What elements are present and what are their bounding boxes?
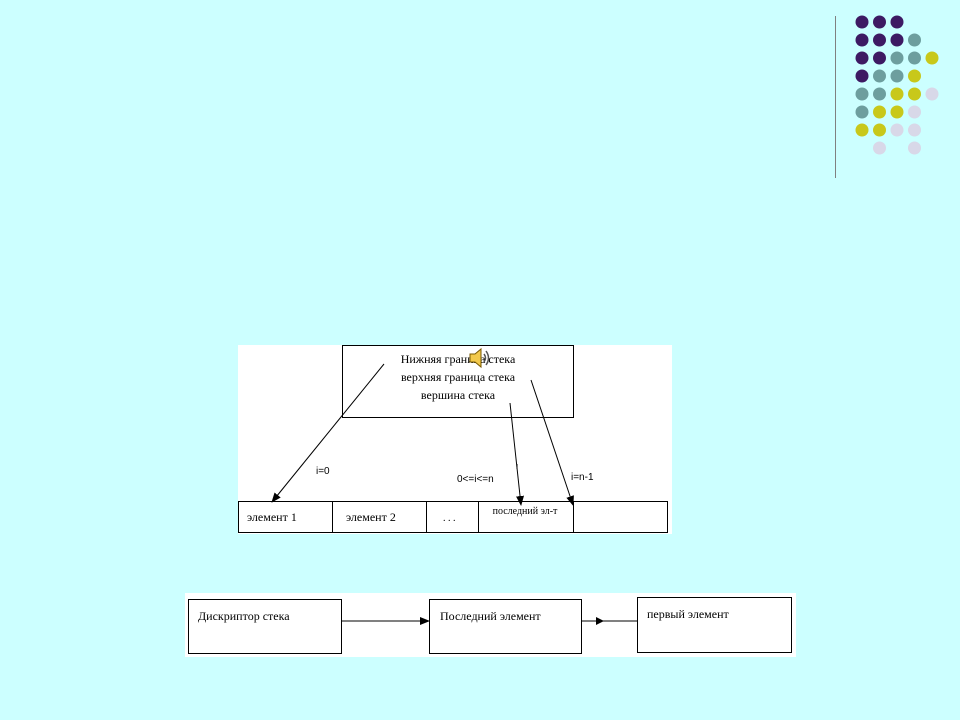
list-last-box: [429, 599, 582, 654]
list-descriptor-box: [188, 599, 342, 654]
decorative-dot: [890, 105, 904, 119]
arrow-top: [509, 402, 525, 506]
decorative-dot: [873, 33, 886, 47]
array-cell-1-text: элемент 1: [247, 510, 297, 524]
decorative-dot: [855, 15, 869, 29]
speaker-icon[interactable]: [466, 345, 492, 371]
decorative-dot: [873, 105, 886, 119]
decorative-dot: [873, 123, 886, 137]
decorative-dot: [890, 87, 904, 101]
decorative-dot: [890, 33, 904, 47]
label-i-zero: i=0: [316, 466, 330, 477]
arrow-lower-bound: [271, 363, 385, 503]
stack-descriptor-box: [342, 345, 574, 418]
list-first-text: первый элемент: [647, 607, 729, 621]
list-descriptor-text: Дискриптор стека: [198, 609, 290, 623]
decorative-dot: [908, 69, 921, 83]
decorative-dot: [855, 105, 869, 119]
decorative-dot: [855, 69, 869, 83]
array-cell-1: [238, 501, 333, 533]
decorative-dot: [908, 123, 921, 137]
decorative-dot: [925, 51, 939, 65]
descriptor-upper-bound-text: верхняя граница стека: [400, 370, 516, 384]
decorative-dot: [855, 51, 869, 65]
decorative-dot: [873, 15, 886, 29]
decorative-divider: [835, 16, 836, 178]
decorative-dot: [873, 69, 886, 83]
list-first-box: [637, 597, 792, 653]
decorative-dot: [855, 123, 869, 137]
decorative-dot: [873, 141, 886, 155]
array-cell-ellipsis-text: . . .: [443, 513, 456, 524]
decorative-dot: [908, 141, 921, 155]
decorative-dot: [908, 33, 921, 47]
label-i-n-minus-1: i=n-1: [571, 472, 594, 483]
decorative-dot: [890, 51, 904, 65]
label-i-range: 0<=i<=n: [457, 474, 494, 485]
decorative-dot: [908, 51, 921, 65]
decorative-dot: [873, 87, 886, 101]
array-cell-ellipsis: [426, 501, 479, 533]
array-cell-2: [332, 501, 427, 533]
decorative-dot: [908, 105, 921, 119]
decorative-dot: [890, 15, 904, 29]
decorative-dot: [908, 87, 921, 101]
decorative-dot: [890, 69, 904, 83]
decorative-dot: [873, 51, 886, 65]
arrowhead-last-to-first: [596, 617, 604, 625]
decorative-dot: [925, 87, 939, 101]
array-cell-empty: [573, 501, 668, 533]
decorative-dot: [890, 123, 904, 137]
decorative-dot: [855, 33, 869, 47]
list-last-text: Последний элемент: [440, 609, 541, 623]
decorative-dot-grid: [855, 15, 939, 155]
array-cell-2-text: элемент 2: [346, 510, 396, 524]
arrow-upper-bound: [530, 379, 574, 506]
array-cell-last: [478, 501, 574, 533]
decorative-dot: [855, 87, 869, 101]
array-cell-last-text: последний эл-т: [492, 506, 558, 517]
descriptor-top-text: вершина стека: [420, 388, 496, 402]
